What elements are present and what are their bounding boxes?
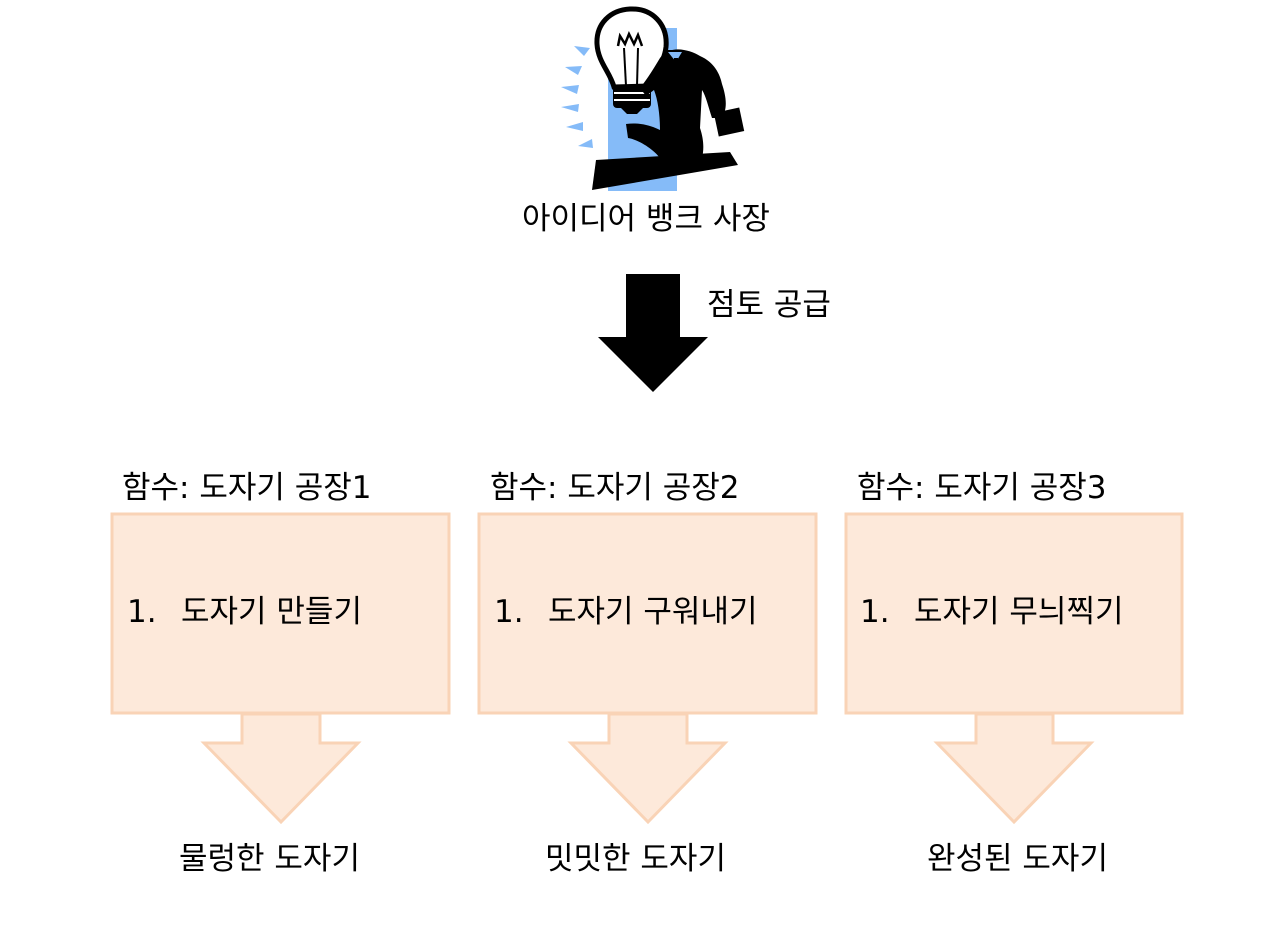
- businessman-silhouette: [592, 49, 745, 190]
- spark-rays: [561, 46, 593, 148]
- supply-arrow: [598, 274, 708, 392]
- factory-2-output: 밋밋한 도자기: [545, 841, 726, 877]
- factory-2-title: 함수: 도자기 공장2: [490, 470, 740, 506]
- factory-2-step: 1. 도자기 구워내기: [494, 597, 758, 628]
- factory-3-step-number: 1.: [860, 594, 890, 630]
- factory-3-step: 1. 도자기 무늬찍기: [860, 597, 1124, 628]
- factory-1-step: 1. 도자기 만들기: [127, 597, 362, 628]
- factory-3-step-text: 도자기 무늬찍기: [914, 594, 1124, 630]
- factory-1-step-text: 도자기 만들기: [181, 594, 362, 630]
- factory-2-step-text: 도자기 구워내기: [548, 594, 758, 630]
- factory-2-box: [477, 512, 818, 715]
- businessman-lightbulb-icon: [561, 6, 745, 191]
- factory-2-output-arrow: [567, 712, 729, 825]
- factory-1-output-arrow: [200, 712, 362, 825]
- factory-3-output: 완성된 도자기: [927, 841, 1108, 877]
- factory-2-step-number: 1.: [494, 594, 524, 630]
- clay-supply-label: 점토 공급: [707, 287, 831, 323]
- idea-bank-ceo-label: 아이디어 뱅크 사장: [522, 201, 770, 237]
- factory-3-box: [844, 512, 1184, 715]
- factory-3-title: 함수: 도자기 공장3: [857, 470, 1107, 506]
- factory-1-step-number: 1.: [127, 594, 157, 630]
- factory-1-box: [110, 512, 451, 715]
- factory-3-output-arrow: [933, 712, 1095, 825]
- factory-1-output: 물렁한 도자기: [179, 841, 360, 877]
- factory-1-title: 함수: 도자기 공장1: [122, 470, 372, 506]
